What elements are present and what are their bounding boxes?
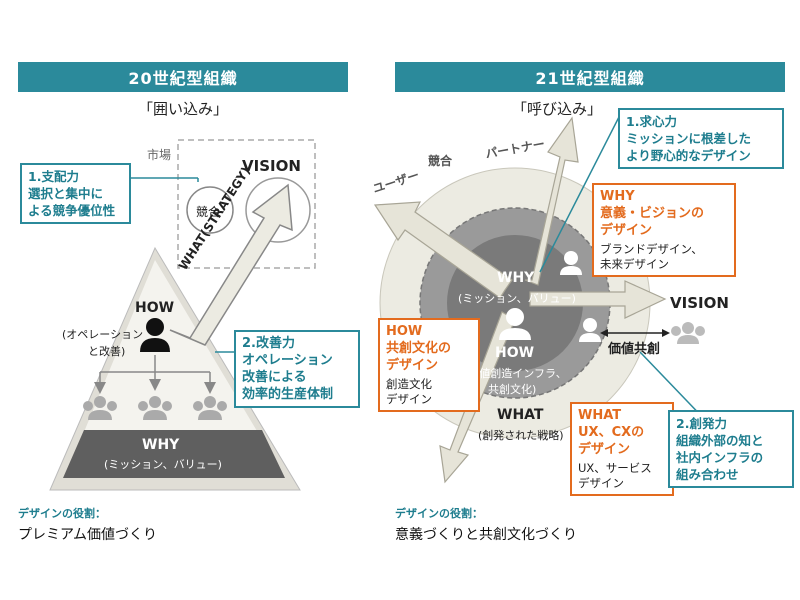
right-subtitle: 「呼び込み」 — [512, 100, 603, 118]
why-box-title3: デザイン — [600, 223, 653, 238]
dominance-title: 1.支配力 — [28, 169, 79, 184]
how-box-title3: デザイン — [386, 358, 439, 373]
improvement-line1: オペレーション — [242, 353, 333, 368]
right-footer-label: デザインの役割： — [395, 507, 483, 520]
dominance-line1: 選択と集中に — [28, 186, 104, 201]
how-design-box: HOW 共創文化の デザイン 創造文化 デザイン — [378, 318, 480, 412]
why-box-title2: 意義・ビジョンの — [600, 206, 705, 221]
how-box-title1: HOW — [386, 324, 423, 339]
what-box-title2: UX、CXの — [578, 425, 645, 440]
vision-arrow — [529, 280, 667, 319]
partner-person-icon — [560, 251, 582, 275]
market-label: 市場 — [147, 148, 172, 162]
left-subtitle: 「囲い込み」 — [138, 100, 229, 118]
improvement-title: 2.改善力 — [242, 336, 295, 351]
operation-label-1: (オペレーション — [62, 328, 144, 341]
improvement-line3: 効率的生産体制 — [242, 387, 334, 402]
left-compete-circle — [186, 186, 234, 234]
attraction-line2: より野心的なデザイン — [626, 148, 751, 163]
center-person-icon — [499, 308, 531, 340]
why-box-desc1: ブランドデザイン、 — [600, 242, 703, 256]
how-box-title2: 共創文化の — [386, 341, 452, 356]
left-banner: 20世紀型組織 — [18, 62, 348, 92]
group-people-icon — [83, 396, 227, 420]
right-what-label: WHAT — [497, 407, 544, 423]
why-band — [63, 430, 285, 478]
operation-label-2: と改善) — [88, 345, 126, 358]
why-design-box: WHY 意義・ビジョンの デザイン ブランドデザイン、 未来デザイン — [592, 183, 736, 277]
how-person-head — [146, 318, 164, 336]
emergence-line2: 社内インフラの — [676, 450, 764, 465]
dominance-box: 1.支配力 選択と集中に よる競争優位性 — [20, 163, 131, 224]
what-design-box: WHAT UX、CXの デザイン UX、サービス デザイン — [570, 402, 674, 496]
partner-arrow — [524, 116, 579, 286]
right-vision-label: VISION — [670, 294, 729, 312]
right-footer-text: 意義づくりと共創文化づくり — [395, 527, 577, 543]
right-what-sub: (創発された戦略) — [478, 429, 564, 442]
dominance-line2: よる競争優位性 — [28, 203, 116, 218]
left-vision-label: VISION — [242, 157, 301, 175]
what-box-desc2: デザイン — [578, 476, 624, 490]
emergence-line3: 組み合わせ — [676, 467, 739, 482]
left-why-sub: (ミッション、バリュー) — [104, 458, 222, 471]
right-how-sub-1: (価値創造インフラ、 — [464, 367, 567, 380]
how-label: HOW — [135, 300, 175, 316]
improvement-box: 2.改善力 オペレーション 改善による 効率的生産体制 — [234, 330, 360, 408]
right-banner: 21世紀型組織 — [395, 62, 785, 92]
user-arrow — [373, 201, 513, 299]
what-box-title3: デザイン — [578, 442, 631, 457]
right-compete-label: 競合 — [428, 154, 453, 168]
emergence-title: 2.創発力 — [676, 416, 727, 431]
attraction-line1: ミッションに根差した — [626, 131, 752, 146]
what-box-desc1: UX、サービス — [578, 461, 652, 475]
why-box-title1: WHY — [600, 189, 635, 204]
left-footer-label: デザインの役割： — [18, 507, 106, 520]
why-box-desc2: 未来デザイン — [600, 257, 669, 271]
what-box-title1: WHAT — [578, 408, 622, 423]
cocreate-person-icon — [579, 318, 601, 342]
right-how-sub-2: 共創文化) — [488, 383, 537, 396]
how-box-desc1: 創造文化 — [386, 377, 432, 391]
cocreate-label: 価値共創 — [608, 342, 661, 357]
emergence-line1: 組織外部の知と — [676, 433, 764, 448]
attraction-box: 1.求心力 ミッションに根差した より野心的なデザイン — [618, 108, 784, 169]
left-why-label: WHY — [142, 437, 180, 453]
how-person-body — [140, 338, 170, 352]
right-how-label: HOW — [495, 345, 535, 361]
right-why-label: WHY — [497, 270, 535, 286]
attraction-title: 1.求心力 — [626, 114, 677, 129]
how-box-desc2: デザイン — [386, 392, 432, 406]
left-footer-text: プレミアム価値づくり — [18, 527, 158, 543]
left-compete-label: 競合 — [196, 205, 221, 219]
external-group-icon — [671, 322, 705, 344]
strategy-arrow — [169, 183, 293, 346]
improvement-line2: 改善による — [242, 370, 307, 385]
pyramid-inner — [65, 260, 285, 478]
right-why-sub: (ミッション、バリュー) — [458, 292, 576, 305]
emergence-box: 2.創発力 組織外部の知と 社内インフラの 組み合わせ — [668, 410, 794, 488]
